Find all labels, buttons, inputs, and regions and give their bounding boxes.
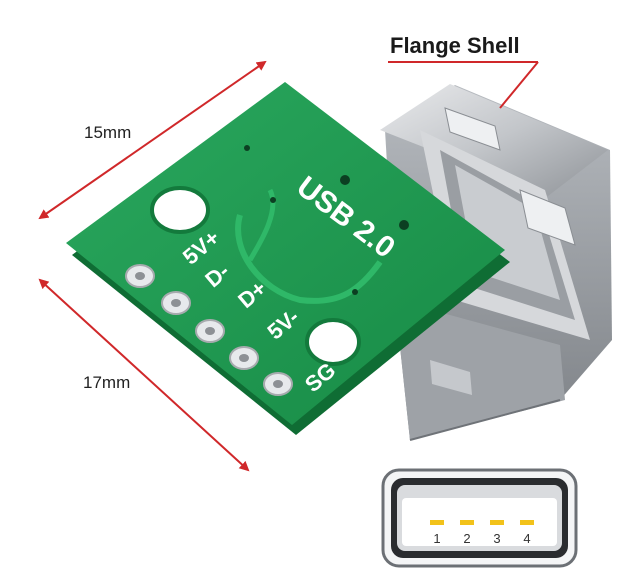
flange-label: Flange Shell <box>390 33 520 58</box>
length-label: 17mm <box>83 373 130 392</box>
contact-number-1: 1 <box>433 531 440 546</box>
usb-port-inset: 1 2 3 4 <box>381 468 578 568</box>
contact-number-3: 3 <box>493 531 500 546</box>
width-label: 15mm <box>84 123 131 142</box>
dimension-width: 15mm <box>38 60 267 220</box>
dimension-length: 17mm <box>38 278 250 472</box>
contact-number-2: 2 <box>463 531 470 546</box>
usb-connector-shell <box>380 84 612 441</box>
gold-contacts <box>430 520 534 525</box>
flange-callout: Flange Shell <box>388 33 539 109</box>
contact-number-4: 4 <box>523 531 530 546</box>
